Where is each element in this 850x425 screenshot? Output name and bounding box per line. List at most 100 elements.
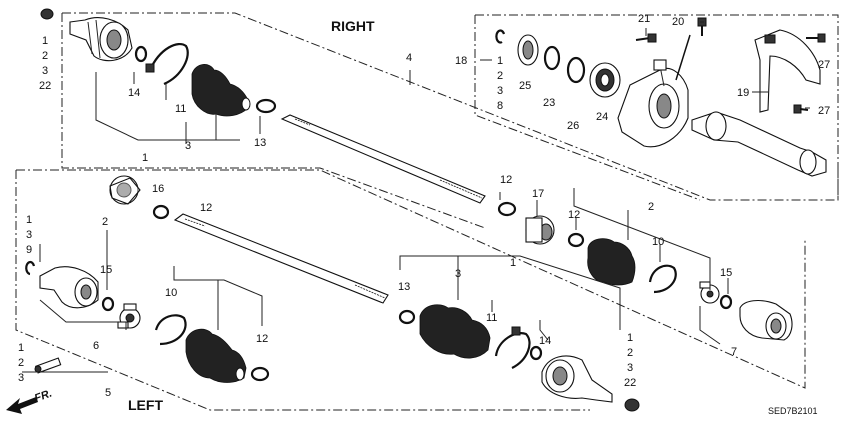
callout-12: 12 — [568, 209, 580, 221]
callout-2: 2 — [18, 357, 24, 369]
callout-8: 8 — [497, 100, 503, 112]
callout-3: 3 — [185, 140, 191, 152]
right-shaft — [280, 114, 486, 204]
snap-ring-26 — [566, 56, 586, 84]
callout-1: 1 — [510, 257, 516, 269]
callout-14: 14 — [539, 335, 551, 347]
left-shaft-frame — [15, 169, 806, 411]
callout-11: 11 — [486, 312, 497, 324]
bolt-20 — [697, 17, 707, 36]
callout-1: 1 — [18, 342, 24, 354]
callout-2: 2 — [42, 50, 48, 62]
left-label: LEFT — [128, 397, 163, 413]
inboard-band-10 — [648, 264, 677, 294]
callout-12: 12 — [500, 174, 512, 186]
diagram-code: SED7B2101 — [768, 406, 818, 416]
callout-1: 1 — [142, 152, 148, 164]
callout-13: 13 — [254, 137, 266, 149]
lower-outboard-joint — [541, 355, 613, 403]
callout-27: 27 — [818, 59, 830, 71]
callout-14: 14 — [128, 87, 140, 99]
callout-9: 9 — [26, 244, 32, 256]
front-arrow-icon — [6, 397, 38, 414]
callout-23: 23 — [543, 97, 555, 109]
right-inboard-shaft — [691, 111, 827, 177]
circlip — [495, 29, 506, 44]
callout-3: 3 — [26, 229, 32, 241]
bearing-collar-25 — [517, 34, 539, 66]
inboard-boot — [587, 238, 636, 286]
dynamic-damper-16 — [109, 175, 141, 205]
lower-outboard-boot-band — [494, 326, 531, 369]
left-outboard-joint — [39, 266, 99, 309]
callout-24: 24 — [596, 111, 608, 123]
right-bearing-support-frame — [474, 14, 839, 201]
bearing-24 — [589, 62, 621, 98]
callout-1: 1 — [42, 35, 48, 47]
front-arrow: FR. — [6, 387, 54, 414]
callout-10: 10 — [652, 236, 664, 248]
right-outboard-boot-band-large — [145, 43, 189, 86]
callout-2: 2 — [648, 201, 654, 213]
lower-outboard-boot — [419, 304, 491, 359]
right-outboard-nut — [40, 8, 54, 20]
right-outboard-boot-band-small — [255, 98, 277, 114]
callout-3: 3 — [497, 85, 503, 97]
callout-12: 12 — [200, 202, 212, 214]
callout-21: 21 — [638, 13, 650, 25]
center-damper-17 — [525, 215, 555, 245]
callout-1: 1 — [497, 55, 503, 67]
callout-20: 20 — [672, 16, 684, 28]
callout-15: 15 — [720, 267, 732, 279]
callout-15: 15 — [100, 264, 112, 276]
callout-5: 5 — [105, 387, 111, 399]
callout-2: 2 — [102, 216, 108, 228]
right-outboard-ring — [134, 45, 148, 63]
callout-12: 12 — [256, 333, 268, 345]
callout-16: 16 — [152, 183, 164, 195]
leader-lines — [22, 21, 810, 373]
center-boot-band-12 — [497, 201, 517, 217]
callout-4: 4 — [406, 52, 412, 64]
callout-22: 22 — [624, 377, 636, 389]
callout-2: 2 — [627, 347, 633, 359]
callout-27: 27 — [818, 105, 830, 117]
lower-ring-14 — [529, 345, 543, 361]
bolt-21 — [635, 33, 657, 43]
left-bolt-small — [34, 357, 62, 374]
callout-26: 26 — [567, 120, 579, 132]
right-outboard-boot — [191, 64, 251, 117]
right-outboard-joint — [69, 17, 133, 62]
callout-1: 1 — [26, 214, 32, 226]
callout-25: 25 — [519, 80, 531, 92]
left-shaft — [173, 213, 389, 304]
left-circlip — [25, 260, 36, 276]
callout-17: 17 — [532, 188, 544, 200]
left-inner-ring-15 — [101, 296, 115, 312]
bolt-27-a — [806, 33, 826, 43]
right-label: RIGHT — [331, 18, 375, 34]
left-boot-band-10 — [154, 314, 187, 346]
callout-18: 18 — [455, 55, 467, 67]
callout-3: 3 — [627, 362, 633, 374]
left-spider-joint — [117, 303, 141, 329]
callout-19: 19 — [737, 87, 749, 99]
heat-shield-19 — [754, 29, 821, 113]
callout-3: 3 — [42, 65, 48, 77]
callout-22: 22 — [39, 80, 51, 92]
lower-outboard-nut — [624, 398, 640, 412]
callout-11: 11 — [175, 103, 186, 115]
callout-13: 13 — [398, 281, 410, 293]
callout-2: 2 — [497, 70, 503, 82]
callout-3: 3 — [455, 268, 461, 280]
callout-7: 7 — [731, 346, 737, 358]
left-boot — [185, 328, 247, 383]
dust-seal-23 — [543, 45, 561, 71]
front-arrow-label: FR. — [33, 387, 54, 404]
left-inboard-boot-band — [152, 204, 170, 220]
callout-6: 6 — [93, 340, 99, 352]
bolt-27-b — [793, 104, 809, 114]
inboard-band-12 — [567, 232, 585, 248]
inboard-joint — [739, 299, 793, 341]
